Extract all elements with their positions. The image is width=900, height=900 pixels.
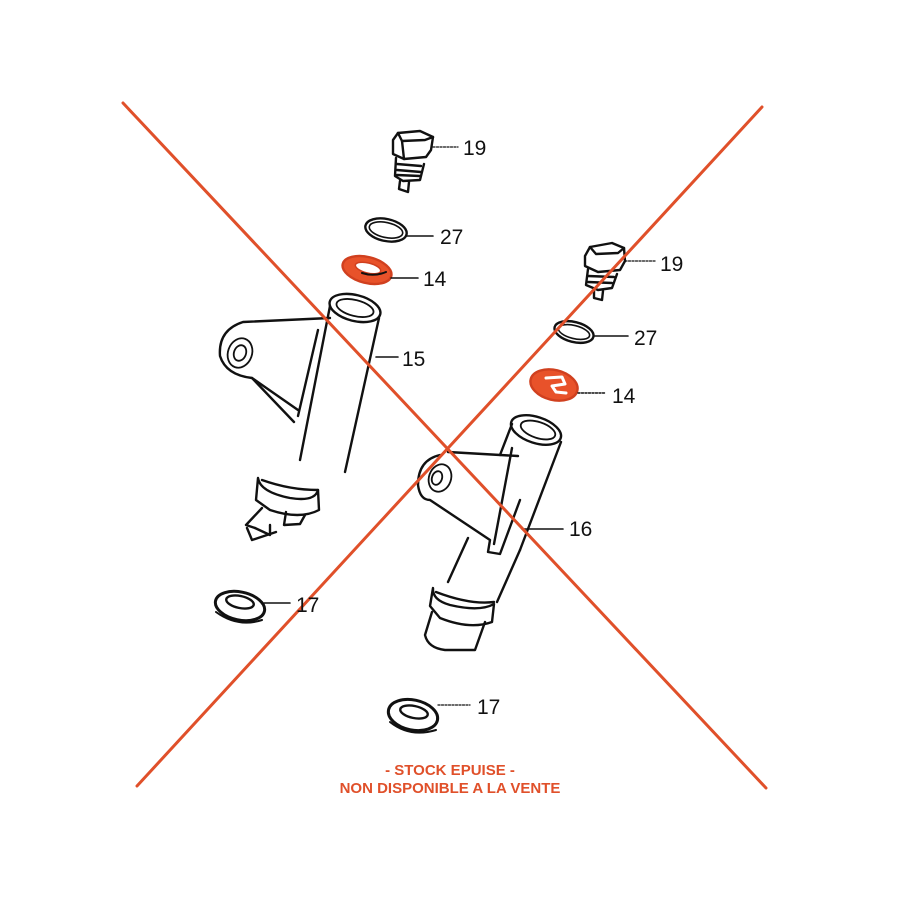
cross-out-mark [121,101,768,790]
bolt-19-right [583,241,656,302]
o-ring-27-right [553,319,629,345]
callout-right-17: 17 [477,696,501,719]
grommet-17-left [213,589,291,624]
bolt-19-left [391,129,459,194]
callout-right-16: 16 [569,518,593,541]
cross-line-1 [121,101,768,790]
notice-line-stock-epuise: - STOCK EPUISE - [385,762,515,779]
grommet-17-right [386,697,471,734]
cross-line-2 [135,105,764,788]
callout-left-15: 15 [402,348,426,371]
callout-right-27: 27 [634,327,658,350]
o-ring-27-left [364,217,434,243]
callout-left-14: 14 [423,268,447,291]
notice-line-non-disponible: NON DISPONIBLE A LA VENTE [339,780,561,797]
bracket-tube-15-left [218,292,399,542]
bushing-14-left-highlighted [341,254,419,286]
callout-right-19: 19 [660,253,684,276]
out-of-stock-notice: - STOCK EPUISE - NON DISPONIBLE A LA VEN… [250,762,650,798]
callout-left-27: 27 [440,226,464,249]
callout-left-17: 17 [296,594,320,617]
bushing-14-right-highlighted [529,368,606,402]
callout-left-19: 19 [463,137,487,160]
bracket-tube-16-right [416,414,564,652]
callout-right-14: 14 [612,385,636,408]
